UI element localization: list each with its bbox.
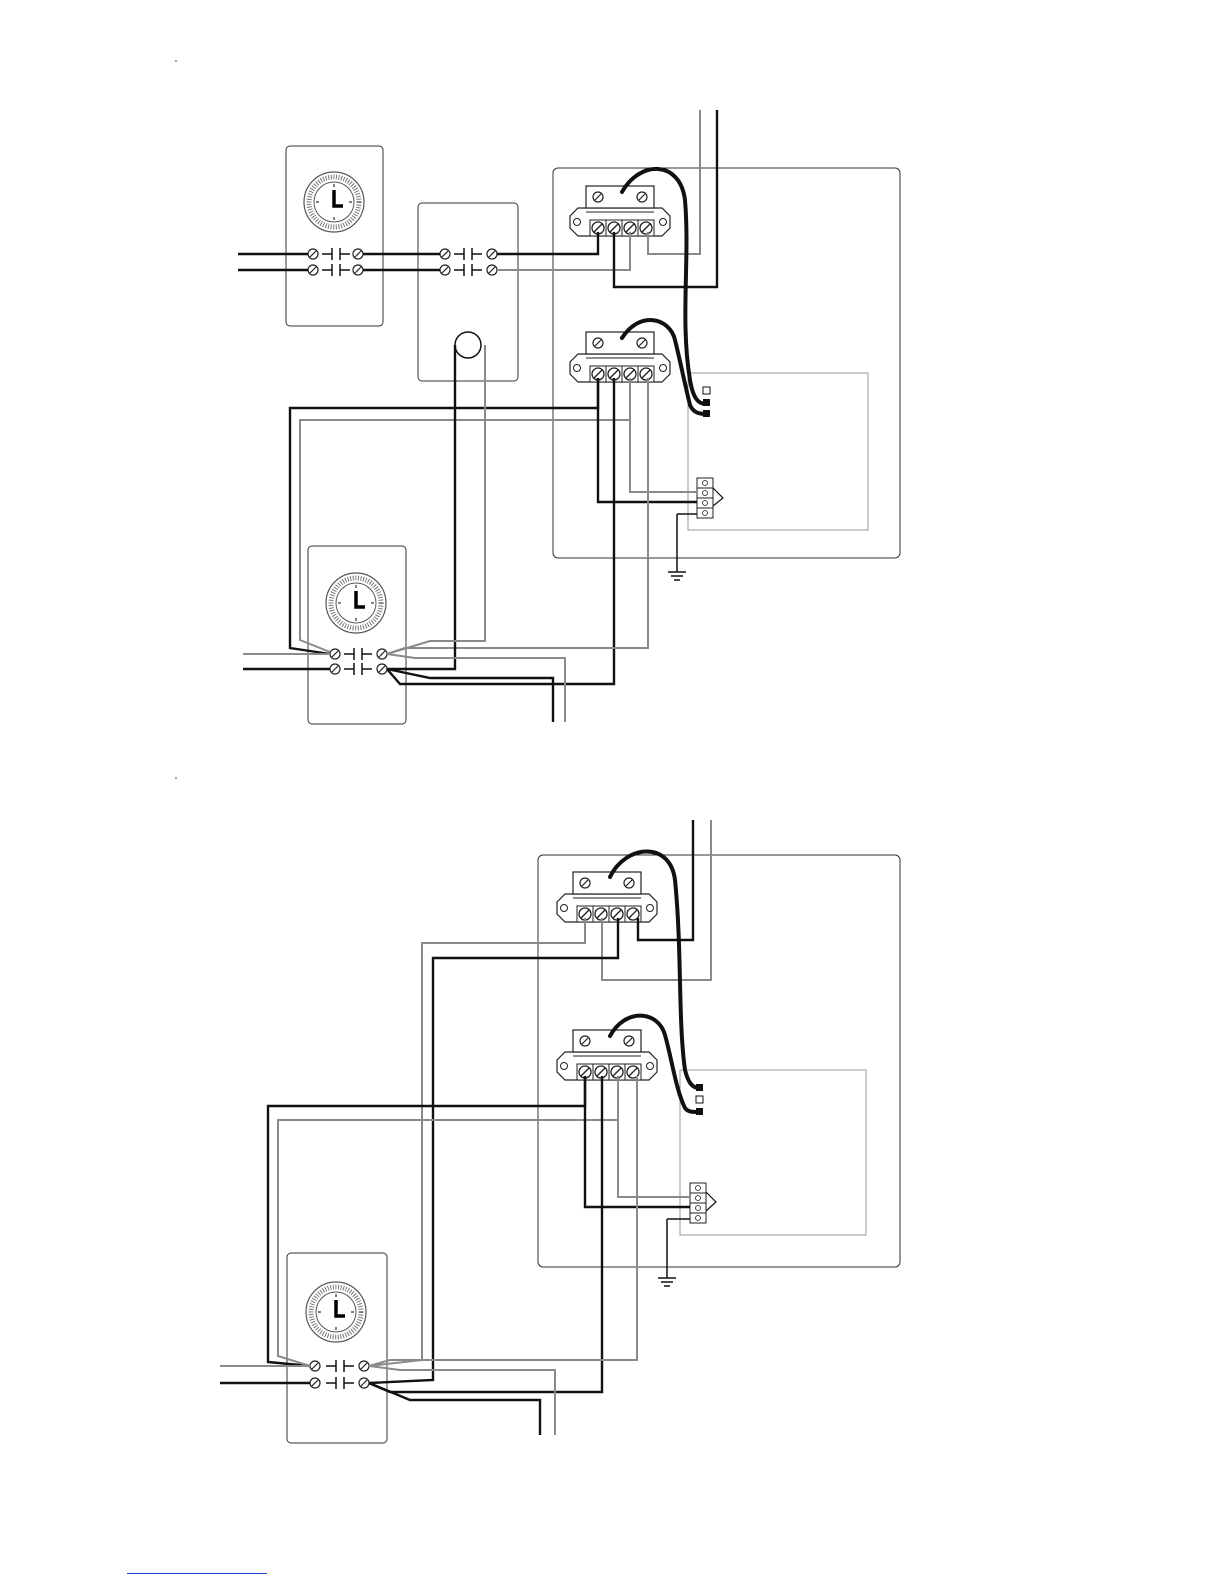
timer-clock-icon — [306, 1282, 366, 1342]
connector-pin-icon — [703, 387, 710, 394]
bottom-diagram — [220, 820, 900, 1443]
stray-mark — [175, 60, 177, 62]
timer-clock-icon — [304, 172, 364, 232]
ground-symbol-icon — [668, 572, 686, 580]
connector-pin-icon — [696, 1096, 703, 1103]
timer-clock-icon — [326, 573, 386, 633]
top-diagram — [238, 110, 900, 724]
ground-symbol-icon — [658, 1278, 676, 1286]
control-terminal-strip — [690, 1183, 706, 1223]
relay-coil-icon — [455, 332, 481, 358]
stray-mark — [175, 777, 177, 779]
footnote-link[interactable] — [127, 1567, 267, 1574]
control-terminal-strip — [697, 478, 713, 518]
